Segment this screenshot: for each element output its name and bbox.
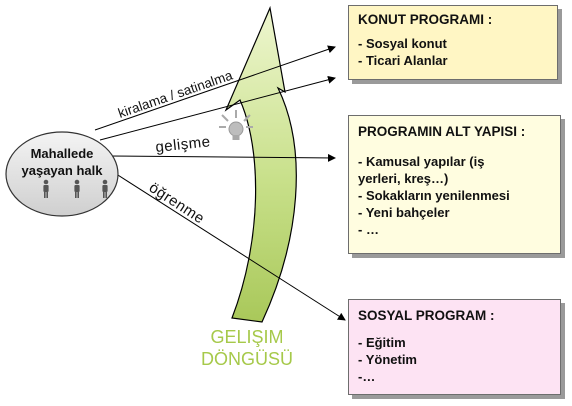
people-group-ellipse (5, 131, 119, 217)
label-kiralama: kiralama / satinalma (116, 67, 235, 120)
person-icon (43, 179, 49, 198)
sosyal-program-title: SOSYAL PROGRAM : (358, 308, 495, 323)
label-ogrenme: öğrenme (146, 179, 208, 227)
cycle-label-line1: GELIŞIM (210, 327, 284, 347)
person-icon (74, 179, 80, 198)
cycle-label: GELIŞIM DÖNGÜSÜ (172, 326, 322, 370)
cycle-label-line2: DÖNGÜSÜ (200, 349, 293, 369)
label-gelisme: gelişme (155, 133, 212, 156)
alt-yapi-item: - Yeni bahçeler (358, 205, 450, 220)
sosyal-program-item: -… (358, 369, 376, 384)
konut-program-title: KONUT PROGRAMI : (358, 12, 493, 27)
people-group-label-line2: yaşayan halk (22, 163, 104, 178)
lightbulb-icon (219, 110, 253, 140)
line-kiralama (94, 45, 336, 131)
konut-program-item: - Sosyal konut (358, 36, 447, 51)
people-group-label-line1: Mahallede (31, 146, 94, 161)
cycle-arrow (224, 5, 297, 323)
sosyal-program-box: SOSYAL PROGRAM : - Eğitim - Yönetim -… (348, 299, 561, 395)
alt-yapi-item: - … (358, 222, 379, 237)
konut-program-item: - Ticari Alanlar (358, 53, 448, 68)
line-gelisme-upper (99, 75, 336, 141)
line-gelisme (107, 153, 336, 162)
alt-yapi-item: yerleri, kreş…) (358, 171, 449, 186)
sosyal-program-item: - Yönetim (358, 352, 417, 367)
konut-program-box: KONUT PROGRAMI : - Sosyal konut - Ticari… (348, 5, 558, 80)
line-ogrenme (109, 169, 346, 321)
alt-yapi-item: - Sokakların yenilenmesi (358, 188, 510, 203)
alt-yapi-item: - Kamusal yapılar (iş (358, 154, 485, 169)
alt-yapi-box: PROGRAMIN ALT YAPISI : - Kamusal yapılar… (348, 115, 561, 254)
alt-yapi-title: PROGRAMIN ALT YAPISI : (358, 124, 526, 139)
person-icon (102, 179, 108, 198)
sosyal-program-item: - Eğitim (358, 335, 406, 350)
